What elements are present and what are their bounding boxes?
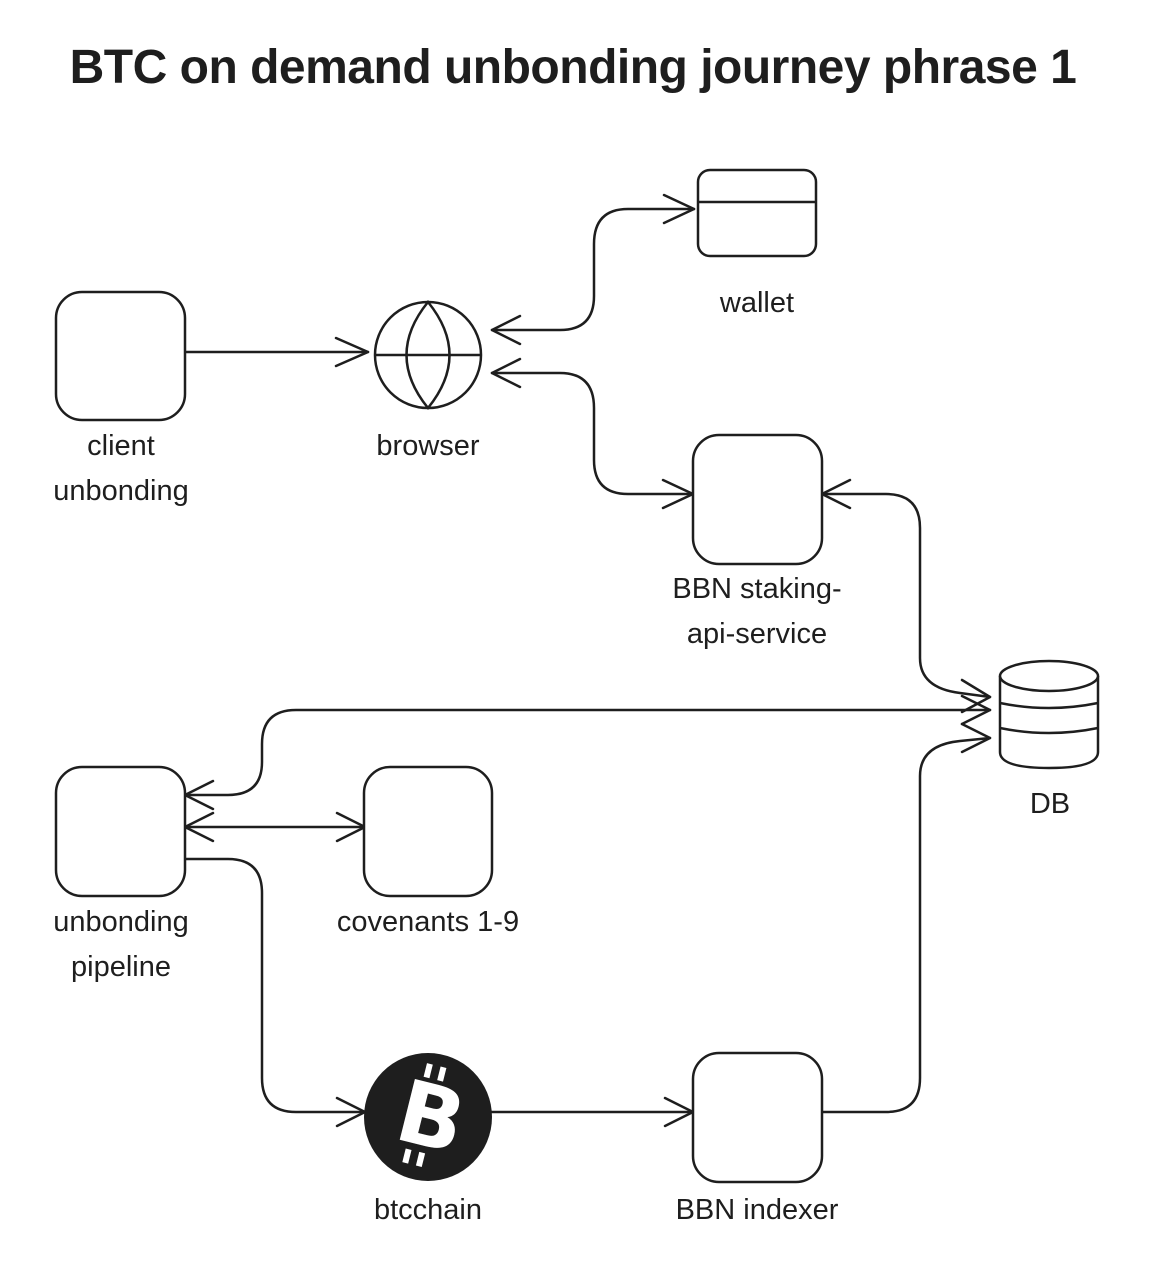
client-unbonding-label-1: client xyxy=(87,430,155,462)
diagram-title: BTC on demand unbonding journey phrase 1 xyxy=(69,41,1077,94)
edge-btcchain-indexer xyxy=(489,1096,695,1128)
covenants-box[interactable] xyxy=(362,765,494,898)
staking-api-label-1: BBN staking- xyxy=(672,573,841,605)
wallet-icon[interactable] xyxy=(696,168,818,258)
node-unbonding-pipeline[interactable]: unbonding pipeline xyxy=(53,765,189,983)
btcchain-label: btcchain xyxy=(374,1194,482,1226)
node-staking-api-service[interactable]: BBN staking- api-service xyxy=(672,433,842,650)
edge-pipeline-covenants xyxy=(183,811,367,843)
node-db[interactable]: DB xyxy=(998,659,1100,820)
globe-icon[interactable] xyxy=(373,300,483,410)
edge-browser-staking-api xyxy=(490,357,695,510)
node-wallet[interactable]: wallet xyxy=(696,168,818,319)
node-browser[interactable]: browser xyxy=(373,300,483,462)
node-btcchain[interactable]: B btcchain xyxy=(364,1053,492,1226)
unbonding-pipeline-label-2: pipeline xyxy=(71,951,171,983)
bitcoin-icon[interactable]: B xyxy=(364,1053,492,1181)
edge-staking-api-db xyxy=(820,478,992,714)
node-client-unbonding[interactable]: client unbonding xyxy=(53,290,189,507)
edge-client-to-browser xyxy=(183,336,370,368)
node-covenants[interactable]: covenants 1-9 xyxy=(337,765,519,938)
edge-browser-wallet xyxy=(490,193,696,346)
unbonding-pipeline-label-1: unbonding xyxy=(53,906,188,938)
bbn-indexer-box[interactable] xyxy=(691,1051,824,1184)
edge-pipeline-btcchain xyxy=(183,857,367,1128)
staking-api-service-box[interactable] xyxy=(691,433,824,566)
unbonding-pipeline-box[interactable] xyxy=(54,765,187,898)
bbn-indexer-label: BBN indexer xyxy=(676,1194,839,1226)
edge-db-pipeline xyxy=(183,694,992,811)
edge-indexer-db xyxy=(820,722,992,1114)
node-bbn-indexer[interactable]: BBN indexer xyxy=(676,1051,839,1226)
client-unbonding-label-2: unbonding xyxy=(53,475,188,507)
edges xyxy=(183,193,992,1128)
covenants-label: covenants 1-9 xyxy=(337,906,519,938)
database-icon[interactable] xyxy=(998,659,1100,770)
wallet-label: wallet xyxy=(719,287,794,319)
browser-label: browser xyxy=(376,430,479,462)
db-label: DB xyxy=(1030,788,1070,820)
staking-api-label-2: api-service xyxy=(687,618,827,650)
client-unbonding-box[interactable] xyxy=(54,290,187,422)
